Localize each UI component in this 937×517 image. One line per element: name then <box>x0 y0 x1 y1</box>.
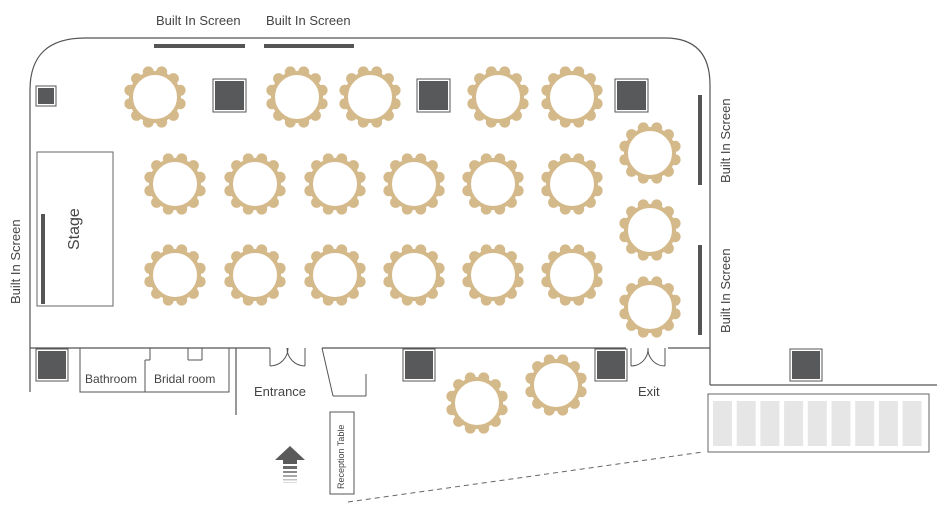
dashed-leader <box>347 451 704 503</box>
parking-space <box>760 401 780 446</box>
round-table <box>619 199 681 261</box>
round-table <box>541 244 603 306</box>
exit-doors <box>630 347 666 367</box>
pillar-fill <box>405 351 433 379</box>
round-table <box>541 66 603 128</box>
pillar-fill <box>38 351 66 379</box>
pillar-fill <box>215 81 244 110</box>
pillars <box>35 78 823 382</box>
table-top <box>624 204 676 256</box>
pillar-fill <box>617 81 646 110</box>
round-table <box>462 153 524 215</box>
hall-wall <box>29 37 711 348</box>
table-top <box>149 158 201 210</box>
table-top <box>451 377 503 429</box>
table-top <box>624 127 676 179</box>
pillar-fill <box>792 351 820 379</box>
table-top <box>129 71 181 123</box>
table-top <box>229 158 281 210</box>
stage <box>36 151 114 307</box>
screen-top-left-label: Built In Screen <box>156 13 241 28</box>
entrance-label: Entrance <box>254 384 307 399</box>
screen-left-label: Built In Screen <box>8 219 23 304</box>
parking-space <box>713 401 732 446</box>
round-table <box>224 244 286 306</box>
screen-top-right <box>264 44 354 48</box>
table-top <box>344 71 396 123</box>
screen-left <box>41 214 45 304</box>
round-table <box>446 372 508 434</box>
table-top <box>149 249 201 301</box>
round-table <box>619 122 681 184</box>
round-table <box>124 66 186 128</box>
screen-top-left <box>154 44 245 48</box>
table-top <box>472 71 524 123</box>
round-table <box>304 153 366 215</box>
table-top <box>546 249 598 301</box>
round-table <box>619 276 681 338</box>
built-in-screens <box>41 44 702 335</box>
parking-space <box>902 401 922 446</box>
arrow-up-icon <box>275 446 305 483</box>
table-top <box>309 158 361 210</box>
table-top <box>309 249 361 301</box>
round-table <box>339 66 401 128</box>
screen-top-right-label: Built In Screen <box>266 13 351 28</box>
round-table <box>224 153 286 215</box>
round-table <box>266 66 328 128</box>
bridal-room-label: Bridal room <box>154 372 216 386</box>
table-top <box>546 158 598 210</box>
screen-right-top <box>698 95 702 185</box>
round-table <box>304 244 366 306</box>
table-top <box>624 281 676 333</box>
table-top <box>546 71 598 123</box>
table-top <box>229 249 281 301</box>
round-table <box>467 66 529 128</box>
round-tables <box>124 66 681 434</box>
round-table <box>383 244 445 306</box>
screen-right-bottom-label: Built In Screen <box>718 248 733 333</box>
table-top <box>388 249 440 301</box>
round-table <box>144 244 206 306</box>
table-top <box>388 158 440 210</box>
parking-space <box>807 401 827 446</box>
reception-table <box>329 411 355 495</box>
exit-label: Exit <box>638 384 660 399</box>
parking-space <box>831 401 851 446</box>
parking-space <box>878 401 898 446</box>
parking-spaces <box>713 401 922 446</box>
pillar-fill <box>597 351 625 379</box>
table-top <box>467 249 519 301</box>
pillar-fill <box>38 88 54 104</box>
parking-space <box>855 401 875 446</box>
stage-label: Stage <box>66 208 83 250</box>
service-rooms <box>79 348 230 393</box>
table-top <box>271 71 323 123</box>
screen-right-top-label: Built In Screen <box>718 98 733 183</box>
entrance-doors <box>269 347 306 367</box>
reception-table-label: Reception Table <box>336 424 346 489</box>
round-table <box>541 153 603 215</box>
round-table <box>462 244 524 306</box>
parking-space <box>784 401 804 446</box>
table-top <box>467 158 519 210</box>
table-top <box>530 359 582 411</box>
bathroom-label: Bathroom <box>85 372 138 386</box>
reception-area <box>321 347 367 397</box>
pillar-fill <box>419 81 448 110</box>
round-table <box>144 153 206 215</box>
round-table <box>525 354 587 416</box>
parking-space <box>736 401 756 446</box>
bottom-wall <box>29 347 937 415</box>
round-table <box>383 153 445 215</box>
screen-right-bottom <box>698 245 702 335</box>
